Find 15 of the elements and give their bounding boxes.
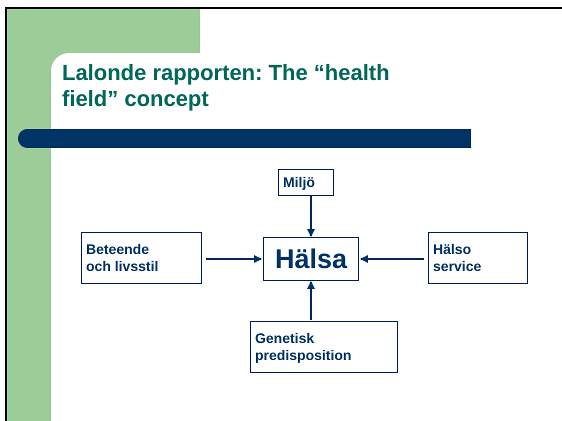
factor-box (263, 237, 359, 281)
factor-box (250, 321, 398, 373)
box-label: Hälsa (274, 244, 348, 274)
title: Lalonde rapporten: The “health field” concept (62, 60, 391, 112)
box-label: Genetisk predisposition (255, 330, 352, 364)
factor-box (278, 169, 334, 196)
arrow (307, 281, 315, 320)
arrow (307, 196, 315, 237)
factor-box (428, 232, 528, 284)
box-label: Hälso service (433, 241, 482, 275)
arrow (206, 255, 262, 263)
arrow (360, 255, 424, 263)
box-label: Beteende och livsstil (86, 241, 160, 275)
factor-box (81, 232, 202, 284)
box-label: Miljö (283, 174, 316, 191)
